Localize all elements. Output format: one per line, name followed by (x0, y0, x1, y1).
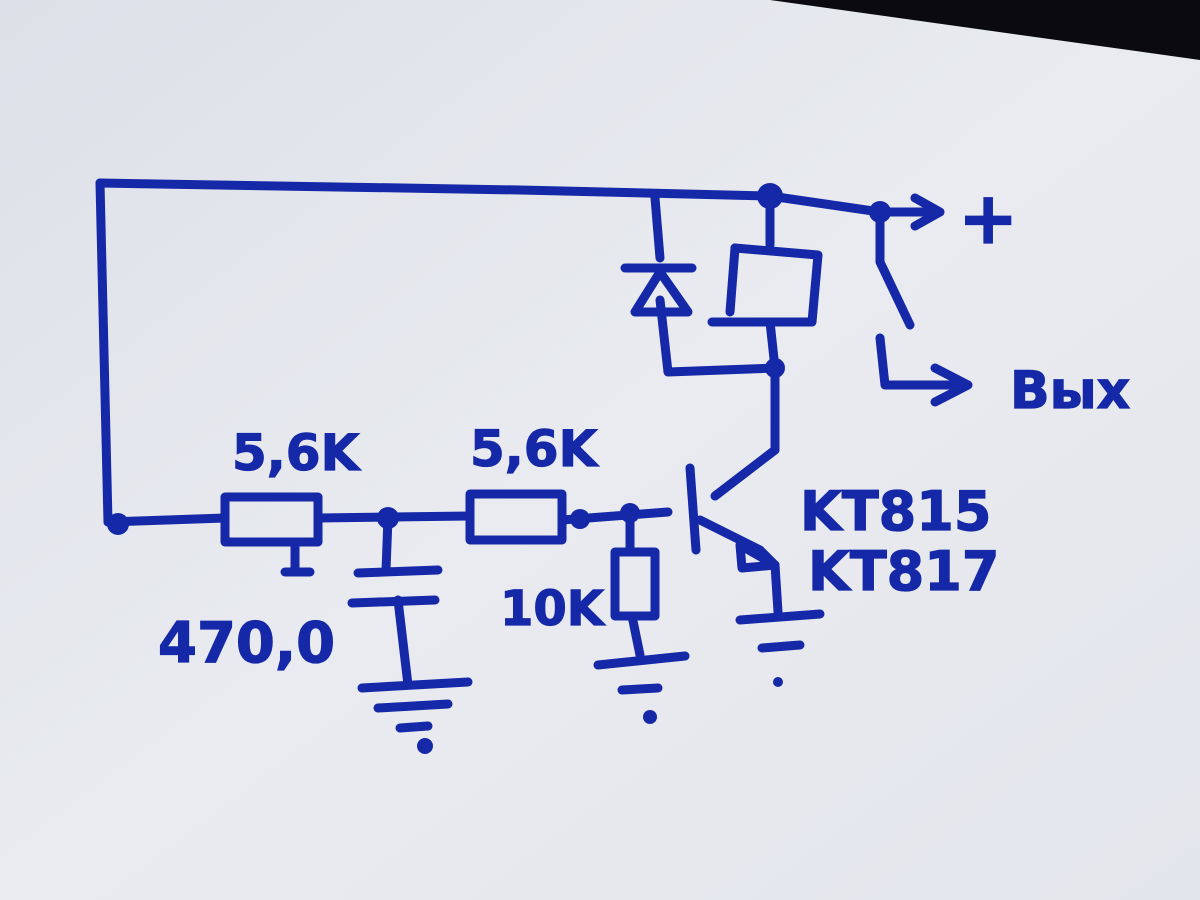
background-shadow-corner (770, 0, 1200, 60)
junction-cap (377, 507, 399, 529)
junction-top (757, 183, 783, 209)
label-transistor-a: KT815 (800, 480, 991, 543)
emitter-arrow (735, 540, 780, 573)
label-output: Bыx (1010, 361, 1130, 421)
junction-plus (869, 201, 891, 223)
capacitor-plate-bottom (347, 595, 440, 608)
diode-triangle (630, 267, 693, 317)
junction-dots (107, 183, 891, 535)
diode-symbol (620, 263, 697, 317)
junction-coil (765, 358, 785, 378)
feedback-wire (95, 178, 113, 527)
label-r3: 10K (500, 581, 606, 637)
label-r2: 5,6K (470, 420, 600, 478)
junction-base (620, 503, 640, 523)
wire-diode-bottom (655, 295, 780, 377)
label-r1: 5,6K (232, 424, 362, 482)
relay-contact-wire (875, 207, 915, 330)
transistor-base-bar (685, 463, 701, 555)
junction-r2 (570, 509, 590, 529)
emitter-wire (770, 560, 783, 617)
junction-left (107, 513, 129, 535)
wire-diode-top (650, 193, 665, 263)
resistor-r2 (465, 489, 567, 545)
resistor-r1 (220, 492, 323, 547)
resistor-r3 (610, 547, 660, 621)
wire-r3-ground (627, 611, 645, 660)
relay-coil (707, 243, 823, 327)
r1-ground-stub (280, 537, 315, 577)
top-rail-wire (95, 178, 885, 217)
wire-cap-ground (393, 595, 413, 690)
label-capacitor: 470,0 (158, 611, 335, 676)
ground-r3 (593, 651, 690, 724)
transistor-symbol (685, 463, 780, 573)
capacitor-plate-top (353, 565, 443, 578)
collector-wire (710, 445, 780, 501)
ground-emitter (735, 609, 825, 687)
ground-cap (357, 677, 473, 754)
wire-coil-bottom (765, 317, 780, 455)
output-arrow (875, 333, 973, 407)
label-transistor-b: KT817 (808, 540, 999, 603)
label-plus: + (958, 176, 1018, 260)
